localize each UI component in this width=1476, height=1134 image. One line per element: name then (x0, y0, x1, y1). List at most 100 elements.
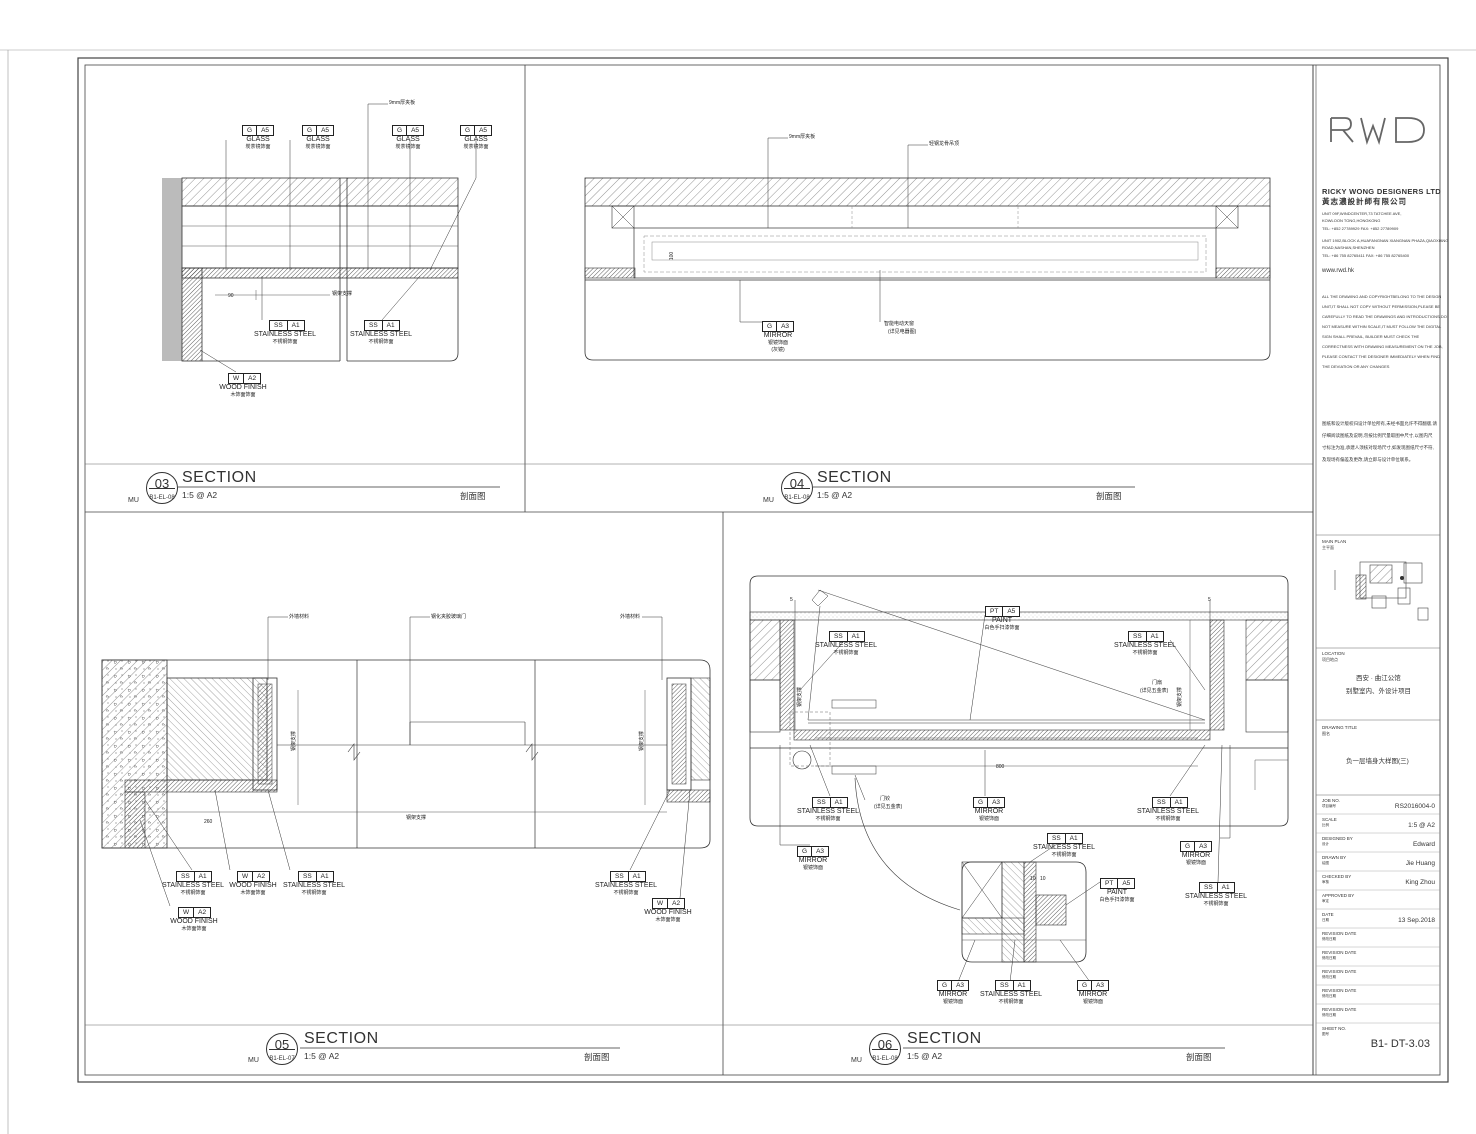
material-label: GLASS (306, 136, 330, 143)
website: www.rwd.hk (1322, 268, 1355, 274)
material-label: STAINLESS STEEL (1136, 808, 1200, 815)
material-label: WOOD FINISH (219, 384, 267, 391)
material-label-cn: 白色手扫漆饰面 (1099, 897, 1135, 903)
note: 门扇 (1152, 680, 1163, 686)
material-label-cn: 不锈钢饰面 (272, 339, 298, 345)
material-label: STAINLESS STEEL (282, 882, 346, 889)
material-label-cn: 银镜饰面 (1082, 999, 1104, 1005)
material-label: MIRROR (798, 857, 828, 864)
note: 钢化夹胶玻璃门 (431, 614, 467, 620)
note: 钢架支撑 (1177, 686, 1184, 708)
scale: 1:5 @ A2 (1408, 822, 1435, 829)
material-label-cn: 不锈钢饰面 (301, 890, 327, 896)
material-label: MIRROR (763, 332, 793, 339)
material-label-cn: 炭茶镜饰面 (463, 144, 489, 150)
drawing-title: 负一层墙身大样图(三) (1346, 758, 1409, 765)
material-label: MIRROR (1181, 852, 1211, 859)
material-label: GLASS (396, 136, 420, 143)
note: 钢架支撑 (797, 686, 804, 708)
material-label-cn: 不锈钢饰面 (613, 890, 639, 896)
dimension: 100 (669, 251, 676, 261)
note: 9mm厚夹板 (789, 134, 816, 140)
note: 9mm厚夹板 (389, 100, 416, 106)
material-label-cn: 银镜饰面 (1185, 860, 1207, 866)
material-label-cn: 木饰面饰面 (655, 917, 681, 923)
material-label-cn: 不锈钢饰面 (180, 890, 206, 896)
material-label: PAINT (1106, 889, 1128, 896)
material-label-cn: 不锈钢饰面 (833, 650, 859, 656)
material-label-cn: 不锈钢饰面 (998, 999, 1024, 1005)
material-label-cn: 银镜饰面 (978, 816, 1000, 822)
dimension: 90 (228, 293, 234, 299)
material-label: STAINLESS STEEL (1113, 642, 1177, 649)
material-label: STAINLESS STEEL (161, 882, 225, 889)
note: 外墙材料 (620, 614, 641, 620)
dimension: 5 (790, 597, 793, 603)
job-no: RS2016004-0 (1394, 803, 1435, 810)
sheet-number: B1- DT-3.03 (1370, 1038, 1430, 1050)
note: 钢架支撑 (639, 730, 646, 752)
material-label-cn: 白色手扫漆饰面 (984, 625, 1020, 631)
note: (详见五金表) (1140, 688, 1169, 694)
company-name: RICKY WONG DESIGNERS LTD (1322, 187, 1442, 196)
material-note: (灰镜) (771, 347, 785, 353)
note: 外墙材料 (289, 614, 310, 620)
material-label: MIRROR (1078, 991, 1108, 998)
material-label: WOOD FINISH (644, 909, 692, 916)
date: 13 Sep.2018 (1398, 917, 1435, 924)
material-label: STAINLESS STEEL (796, 808, 860, 815)
material-label-cn: 银镜饰面 (942, 999, 964, 1005)
material-label-cn: 炭茶镜饰面 (305, 144, 331, 150)
note: 轻钢龙骨吊顶 (929, 141, 960, 147)
material-label: STAINLESS STEEL (253, 331, 317, 338)
note: 门铰 (880, 796, 891, 802)
section-marker: 03 B1-EL-08 (146, 472, 178, 504)
company-name-cn: 黃志濃設計師有限公司 (1322, 197, 1407, 206)
material-label-cn: 木饰面饰面 (230, 392, 256, 398)
material-label: GLASS (464, 136, 488, 143)
dimension: 10 (1030, 876, 1036, 882)
material-label: STAINLESS STEEL (349, 331, 413, 338)
note: (详见五金表) (874, 804, 903, 810)
note: 钢架支撑 (291, 730, 298, 752)
material-label-cn: 炭茶镜饰面 (395, 144, 421, 150)
material-label: STAINLESS STEEL (814, 642, 878, 649)
material-label: STAINLESS STEEL (979, 991, 1043, 998)
material-label: STAINLESS STEEL (1032, 844, 1096, 851)
material-label-cn: 不锈钢饰面 (1132, 650, 1158, 656)
material-label-cn: 木饰面饰面 (240, 890, 266, 896)
material-label-cn: 不锈钢饰面 (1155, 816, 1181, 822)
section-marker: 06 B1-EL-08 (869, 1033, 901, 1065)
designed-by: Edward (1412, 841, 1435, 848)
material-label: MIRROR (974, 808, 1004, 815)
dimension: 5 (1208, 597, 1211, 603)
material-label-cn: 银镜饰面 (767, 340, 789, 346)
material-label-cn: 银镜饰面 (802, 865, 824, 871)
material-label-cn: 不锈钢饰面 (368, 339, 394, 345)
material-label: GLASS (246, 136, 270, 143)
material-label-cn: 不锈钢饰面 (1051, 852, 1077, 858)
